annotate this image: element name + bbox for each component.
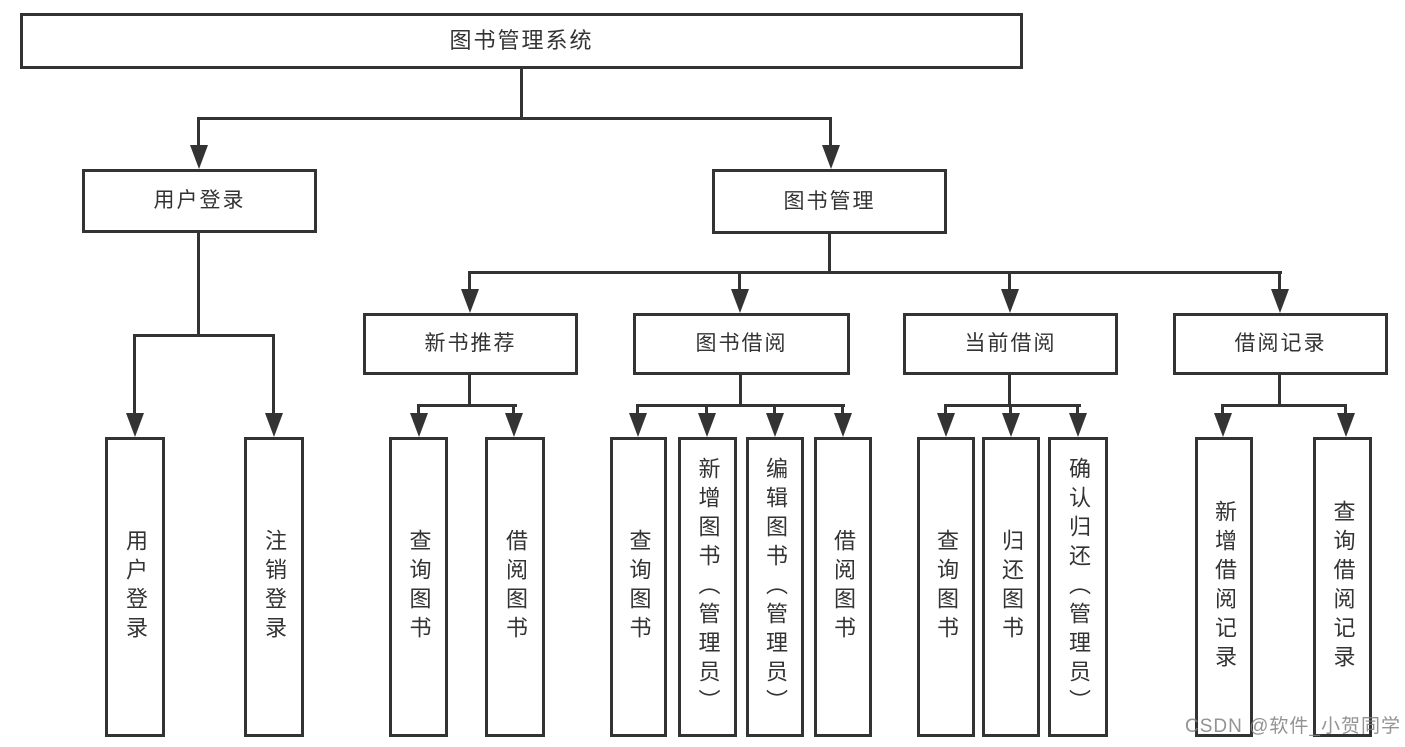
arrowhead-icon	[766, 413, 784, 437]
arrowhead-icon	[834, 413, 852, 437]
arrowhead-icon	[629, 413, 647, 437]
connector-stem	[512, 404, 515, 416]
leaf-user-login: 用户登录	[105, 437, 165, 737]
connector-stem	[1278, 271, 1281, 293]
connector-stem	[197, 117, 200, 147]
connector-borrow-rail	[636, 404, 845, 407]
arrowhead-icon	[1001, 289, 1019, 313]
connector-records-drop	[1278, 375, 1281, 407]
arrowhead-icon	[1002, 413, 1020, 437]
connector-newrec-drop	[468, 375, 471, 407]
connector-records-rail	[1221, 404, 1347, 407]
leaf-query-books-current: 查询图书	[917, 437, 975, 737]
connector-stem	[738, 271, 741, 293]
arrowhead-icon	[1214, 413, 1232, 437]
leaf-query-borrow-record: 查询借阅记录	[1313, 437, 1372, 737]
arrowhead-icon	[505, 413, 523, 437]
connector-borrow-drop	[739, 375, 742, 407]
node-borrow-records: 借阅记录	[1173, 313, 1388, 375]
connector-current-rail	[944, 404, 1081, 407]
leaf-add-books-admin: 新增图书（管理员）	[678, 437, 737, 737]
leaf-logout: 注销登录	[244, 437, 304, 737]
leaf-confirm-return-admin: 确认归还（管理员）	[1048, 437, 1108, 737]
node-book-borrow: 图书借阅	[633, 313, 850, 375]
leaf-borrow-books: 借阅图书	[814, 437, 872, 737]
leaf-add-borrow-record: 新增借阅记录	[1195, 437, 1253, 737]
connector-current-drop	[1008, 375, 1011, 407]
connector-stem	[841, 404, 844, 416]
connector-stem	[1009, 404, 1012, 416]
node-root: 图书管理系统	[20, 13, 1023, 69]
connector-root-rail	[197, 117, 832, 120]
arrowhead-icon	[126, 413, 144, 437]
connector-stem	[1221, 404, 1224, 416]
leaf-query-books-borrow: 查询图书	[610, 437, 667, 737]
arrowhead-icon	[461, 289, 479, 313]
connector-root-drop	[520, 69, 523, 118]
arrowhead-icon	[731, 289, 749, 313]
connector-stem	[1076, 404, 1079, 416]
connector-stem	[133, 334, 136, 416]
arrowhead-icon	[1069, 413, 1087, 437]
leaf-borrow-books-recommend: 借阅图书	[485, 437, 545, 737]
node-user-login: 用户登录	[82, 169, 317, 233]
leaf-return-books: 归还图书	[982, 437, 1040, 737]
arrowhead-icon	[937, 413, 955, 437]
arrowhead-icon	[265, 413, 283, 437]
arrowhead-icon	[190, 145, 208, 169]
connector-stem	[272, 334, 275, 416]
arrowhead-icon	[698, 413, 716, 437]
node-book-management: 图书管理	[712, 169, 947, 234]
connector-newrec-rail	[417, 404, 517, 407]
leaf-query-books-recommend: 查询图书	[389, 437, 448, 737]
arrowhead-icon	[1271, 289, 1289, 313]
connector-stem	[1008, 271, 1011, 293]
connector-stem	[829, 117, 832, 147]
connector-userlogin-drop	[197, 233, 200, 337]
connector-stem	[1344, 404, 1347, 416]
node-new-book-recommend: 新书推荐	[363, 313, 578, 375]
connector-stem	[705, 404, 708, 416]
arrowhead-icon	[822, 145, 840, 169]
connector-stem	[773, 404, 776, 416]
connector-userlogin-rail	[133, 334, 275, 337]
connector-stem	[944, 404, 947, 416]
connector-bookmgmt-rail	[468, 271, 1282, 274]
leaf-edit-books-admin: 编辑图书（管理员）	[746, 437, 804, 737]
connector-stem	[417, 404, 420, 416]
node-current-borrow: 当前借阅	[903, 313, 1118, 375]
connector-bookmgmt-drop	[828, 234, 831, 274]
arrowhead-icon	[410, 413, 428, 437]
connector-stem	[636, 404, 639, 416]
watermark-text: CSDN @软件_小贺同学	[1185, 716, 1401, 737]
arrowhead-icon	[1337, 413, 1355, 437]
connector-stem	[468, 271, 471, 293]
